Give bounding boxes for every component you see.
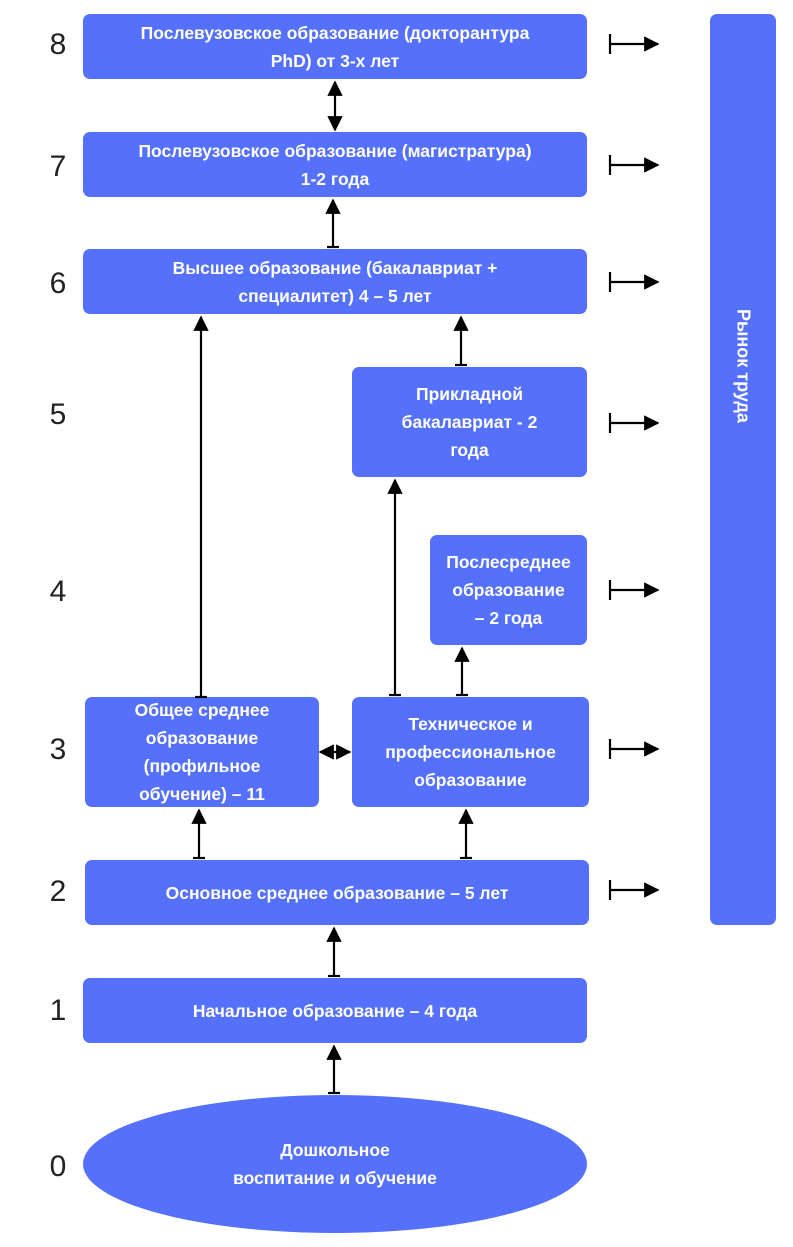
level-4: 4 (49, 575, 67, 608)
arrow-applied-higher (453, 315, 469, 367)
arrow-basic-general (191, 808, 207, 860)
level-6: 6 (49, 267, 67, 300)
level-1: 1 (49, 994, 67, 1027)
arrow-applied-to-market (608, 413, 660, 433)
phd-box: Послевузовское образование (докторантура… (83, 14, 587, 79)
technical-vocational-box: Техническое и профессиональное образован… (352, 697, 589, 807)
arrow-higher-to-market (608, 272, 660, 292)
arrow-primary-basic (326, 926, 342, 978)
arrow-technical-to-market (608, 739, 660, 759)
preschool-oval: Дошкольное воспитание и обучение (83, 1095, 587, 1233)
level-7: 7 (49, 150, 67, 183)
primary-education-box: Начальное образование – 4 года (83, 978, 587, 1043)
basic-secondary-box: Основное среднее образование – 5 лет (85, 860, 589, 925)
arrow-technical-postsec (454, 646, 470, 697)
higher-education-box: Высшее образование (бакалавриат + специа… (83, 249, 587, 314)
arrow-basic-technical (458, 808, 474, 860)
arrow-general-higher (193, 315, 209, 699)
post-secondary-box: Послесреднее образование – 2 года (430, 535, 587, 645)
labor-market-bar: Рынок труда (710, 14, 776, 925)
labor-market-label: Рынок труда (733, 309, 754, 423)
arrow-masters-to-market (608, 155, 660, 175)
masters-box: Послевузовское образование (магистратура… (83, 132, 587, 197)
level-0: 0 (49, 1150, 67, 1183)
level-2: 2 (49, 875, 67, 908)
level-3: 3 (49, 733, 67, 766)
arrow-postsec-to-market (608, 580, 660, 600)
general-secondary-box: Общее среднее образование (профильное об… (85, 697, 319, 807)
level-5: 5 (49, 398, 67, 431)
arrow-technical-applied (387, 478, 403, 697)
arrow-higher-masters (325, 198, 341, 249)
arrow-phd-to-market (608, 34, 660, 54)
level-8: 8 (49, 28, 67, 61)
arrow-basic-to-market (608, 880, 660, 900)
arrow-preschool-primary (326, 1044, 342, 1095)
applied-bachelor-box: Прикладной бакалавриат - 2 года (352, 367, 587, 477)
